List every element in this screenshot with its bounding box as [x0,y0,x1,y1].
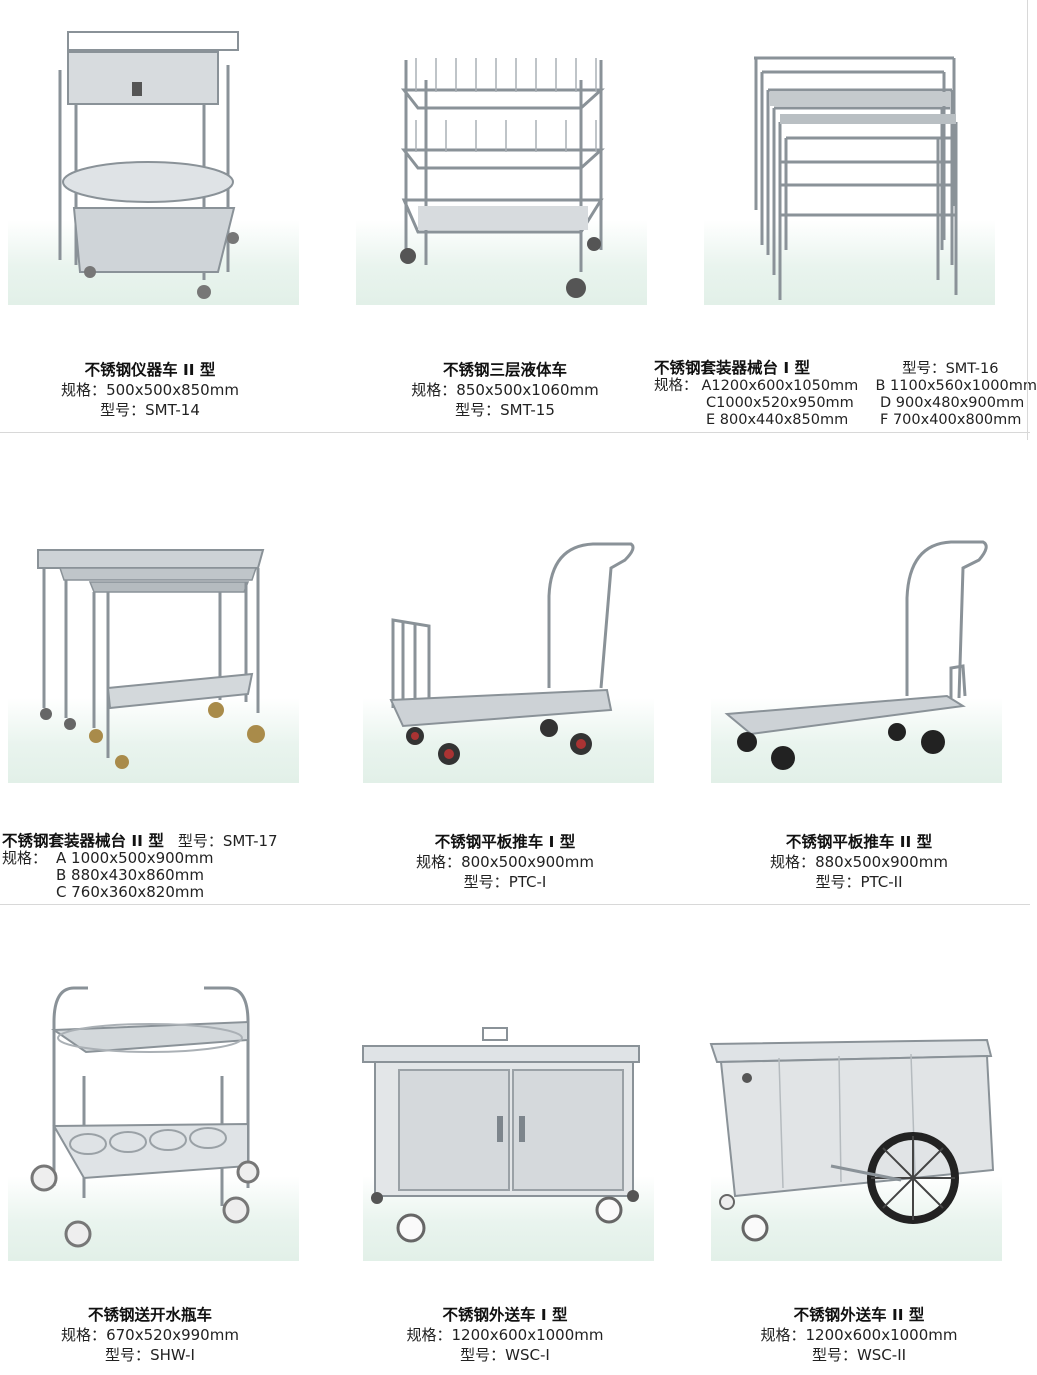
product-caption-wsc2: 不锈钢外送车 II 型 规格：1200x600x1000mm 型号：WSC-II [739,1305,979,1365]
model-label: 型号： [460,1346,506,1364]
model-label: 型号： [455,401,501,419]
product-name: 不锈钢平板推车 I 型 [434,833,576,851]
product-caption-smt17: 不锈钢套装器械台 II 型型号：SMT-17 规格： A 1000x500x900… [2,832,302,901]
spec-label: 规格： [770,853,816,871]
product-image-delivery-cart-i [362,966,654,1261]
row-divider [0,432,1030,433]
product-image-instrument-cart-ii [8,10,299,305]
spec-value: C1000x520x950mm [706,395,854,411]
product-image-three-tier-liquid-cart [356,10,647,305]
spec-value: A 1000x500x900mm [56,849,214,867]
model-label: 型号： [100,401,146,419]
product-caption-ptc2: 不锈钢平板推车 II 型 规格：880x500x900mm 型号：PTC-II [744,832,974,892]
spec-value: F 700x400x800mm [880,412,1022,428]
product-name: 不锈钢套装器械台 I 型 [654,359,811,377]
model-value: WSC-I [505,1346,550,1364]
row-divider [0,904,1030,905]
product-name: 不锈钢套装器械台 II 型 [2,832,164,850]
product-name: 不锈钢平板推车 II 型 [785,833,933,851]
model-value: SMT-15 [500,401,555,419]
model-label: 型号： [105,1346,151,1364]
spec-value: 880x500x900mm [815,853,948,871]
model-label: 型号： [902,361,946,377]
product-caption-smt14: 不锈钢仪器车 II 型 规格：500x500x850mm 型号：SMT-14 [35,360,265,420]
model-label: 型号： [811,1346,857,1364]
spec-value: B 880x430x860mm [56,866,204,884]
model-value: PTC-I [508,873,547,891]
right-border [1027,0,1028,440]
spec-value: 1200x600x1000mm [805,1326,958,1344]
model-value: SMT-17 [222,832,278,850]
model-value: WSC-II [856,1346,907,1364]
spec-value: C 760x360x820mm [56,883,205,901]
spec-label: 规格： [61,381,107,399]
product-name: 不锈钢外送车 II 型 [793,1306,925,1324]
spec-label: 规格： [406,1326,452,1344]
product-image-instrument-table-set-i [704,10,995,305]
spec-label: 规格： [416,853,462,871]
spec-value: E 800x440x850mm [706,412,849,428]
product-image-instrument-table-set-ii [8,488,299,783]
product-name: 不锈钢外送车 I 型 [442,1306,568,1324]
product-image-flatbed-cart-ii [711,488,1002,783]
spec-label: 规格： [760,1326,806,1344]
spec-label: 规格： [411,381,457,399]
product-image-hot-water-bottle-cart [8,966,299,1261]
product-caption-shw1: 不锈钢送开水瓶车 规格：670x520x990mm 型号：SHW-I [35,1305,265,1365]
spec-value: 800x500x900mm [461,853,594,871]
spec-value: B 1100x560x1000mm [875,378,1037,394]
product-name: 不锈钢三层液体车 [442,361,567,379]
product-caption-smt15: 不锈钢三层液体车 规格：850x500x1060mm 型号：SMT-15 [385,360,625,420]
spec-label: 规格： [61,1326,107,1344]
product-name: 不锈钢送开水瓶车 [87,1306,212,1324]
spec-value: A1200x600x1050mm [701,378,859,394]
spec-label: 规格： [654,378,698,394]
model-label: 型号： [463,873,509,891]
product-caption-smt16: 不锈钢套装器械台 I 型 型号：SMT-16 规格：A1200x600x1050m… [654,359,1037,429]
model-value: SMT-14 [145,401,200,419]
product-caption-wsc1: 不锈钢外送车 I 型 规格：1200x600x1000mm 型号：WSC-I [385,1305,625,1365]
spec-value: 500x500x850mm [106,381,239,399]
model-value: SMT-16 [945,361,999,377]
spec-value: 850x500x1060mm [456,381,599,399]
product-image-flatbed-cart-i [363,488,654,783]
product-name: 不锈钢仪器车 II 型 [84,361,216,379]
spec-value: 1200x600x1000mm [451,1326,604,1344]
spec-value: D 900x480x900mm [880,395,1025,411]
model-label: 型号： [177,832,223,850]
model-label: 型号： [815,873,861,891]
model-value: PTC-II [860,873,903,891]
product-image-delivery-cart-ii [709,966,1002,1261]
spec-value: 670x520x990mm [106,1326,239,1344]
model-value: SHW-I [150,1346,195,1364]
product-caption-ptc1: 不锈钢平板推车 I 型 规格：800x500x900mm 型号：PTC-I [390,832,620,892]
spec-label: 规格： [2,849,48,867]
